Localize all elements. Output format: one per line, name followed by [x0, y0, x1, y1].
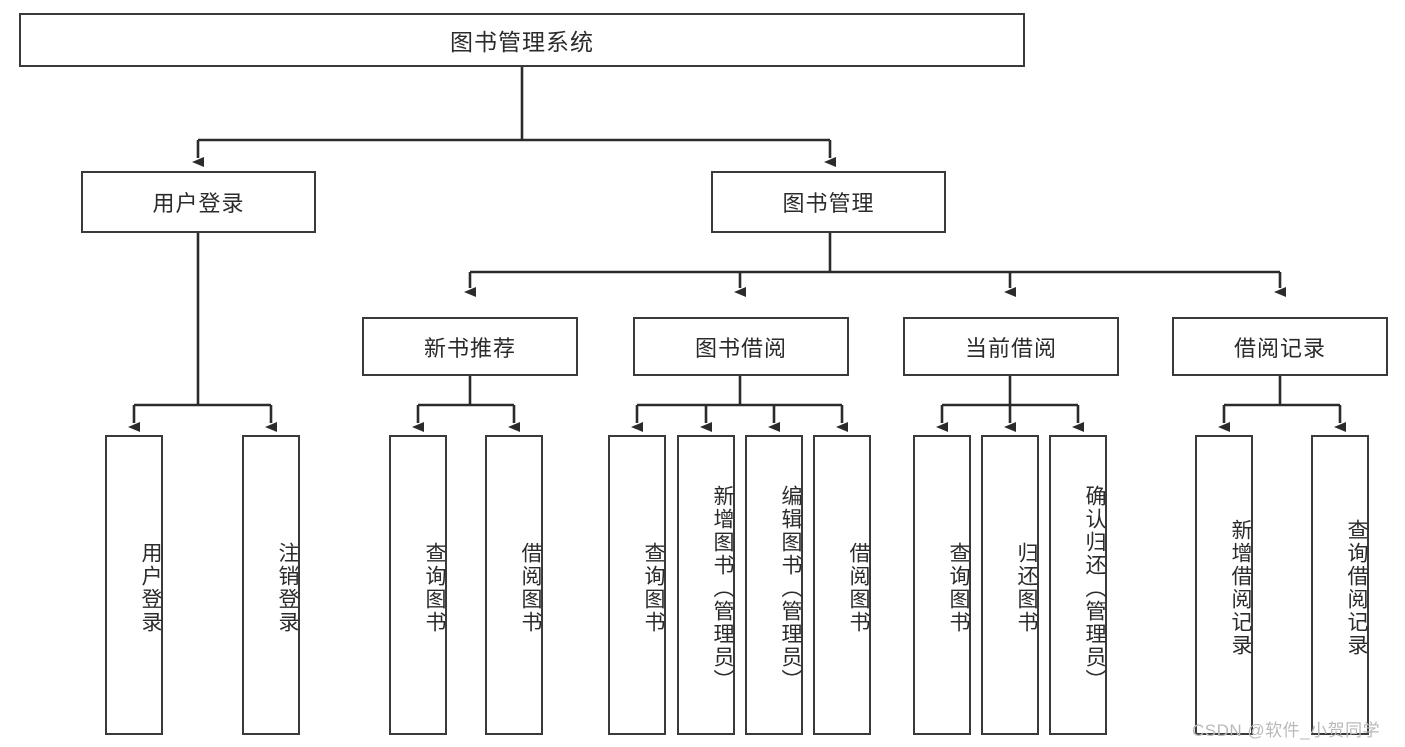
leaf-query-book-recommend[interactable]: 查询图书	[389, 435, 447, 735]
leaf-add-borrow-record[interactable]: 新增借阅记录	[1195, 435, 1253, 735]
node-label: 用户登录	[152, 191, 245, 216]
node-label: 归还图书	[1015, 542, 1038, 634]
node-new-book-recommend[interactable]: 新书推荐	[362, 317, 578, 376]
leaf-return-book[interactable]: 归还图书	[981, 435, 1039, 735]
leaf-query-borrow-record[interactable]: 查询借阅记录	[1311, 435, 1369, 735]
node-borrow-record[interactable]: 借阅记录	[1172, 317, 1388, 376]
node-label: 图书借阅	[694, 335, 787, 361]
node-label: 借阅图书	[847, 542, 870, 634]
leaf-borrow-book-recommend[interactable]: 借阅图书	[485, 435, 543, 735]
node-label: 查询图书	[642, 542, 665, 634]
leaf-query-book-borrow[interactable]: 查询图书	[608, 435, 666, 735]
node-label: 新增借阅记录	[1229, 519, 1252, 657]
leaf-user-login[interactable]: 用户登录	[105, 435, 163, 735]
node-book-borrow[interactable]: 图书借阅	[633, 317, 849, 376]
leaf-query-book-current[interactable]: 查询图书	[913, 435, 971, 735]
watermark-text: CSDN @软件_小贺同学	[1192, 721, 1381, 740]
node-label: 当前借阅	[964, 335, 1057, 361]
node-label: 查询借阅记录	[1345, 519, 1368, 657]
node-user-login[interactable]: 用户登录	[81, 171, 316, 233]
node-current-borrow[interactable]: 当前借阅	[903, 317, 1119, 376]
node-label: 编辑图书（管理员）	[779, 484, 802, 692]
node-label: 确认归还（管理员）	[1083, 484, 1106, 692]
node-label: 借阅记录	[1233, 335, 1326, 361]
leaf-edit-book-admin[interactable]: 编辑图书（管理员）	[745, 435, 803, 735]
leaf-confirm-return-admin[interactable]: 确认归还（管理员）	[1049, 435, 1107, 735]
node-label: 图书管理系统	[450, 29, 594, 55]
node-label: 新书推荐	[423, 335, 516, 361]
node-label: 新增图书（管理员）	[711, 484, 734, 692]
node-book-management[interactable]: 图书管理	[711, 171, 946, 233]
node-label: 查询图书	[947, 542, 970, 634]
leaf-borrow-book[interactable]: 借阅图书	[813, 435, 871, 735]
leaf-logout[interactable]: 注销登录	[242, 435, 300, 735]
node-label: 注销登录	[276, 542, 299, 634]
node-root-book-management-system[interactable]: 图书管理系统	[19, 13, 1025, 67]
node-label: 图书管理	[782, 191, 875, 216]
node-label: 查询图书	[423, 542, 446, 634]
node-label: 用户登录	[139, 542, 162, 634]
leaf-add-book-admin[interactable]: 新增图书（管理员）	[677, 435, 735, 735]
node-label: 借阅图书	[519, 542, 542, 634]
